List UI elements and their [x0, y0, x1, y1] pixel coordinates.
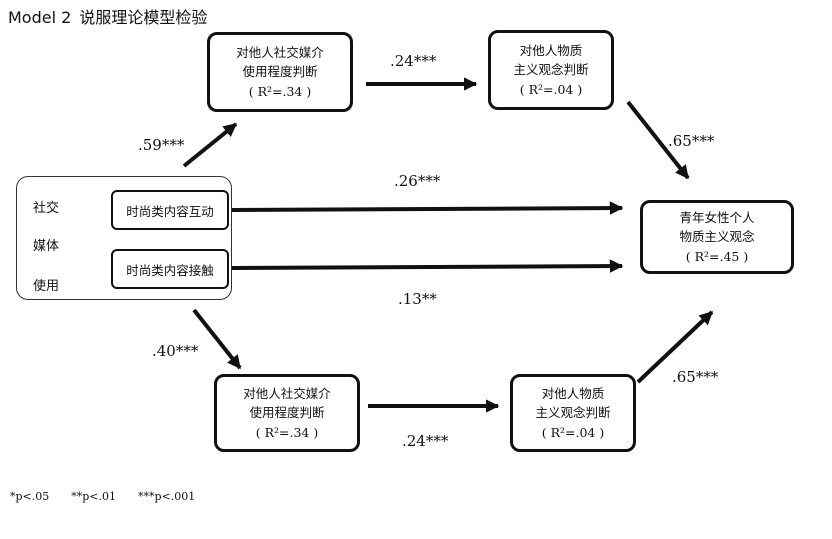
- coef-exposure-to-outcome: .13**: [398, 290, 437, 308]
- coef-upper-materialism-to-outcome: .65***: [668, 132, 715, 150]
- lower-materialism-r2: ( R²=.04 ): [541, 424, 605, 440]
- fashion-content-interaction-box: 时尚类内容互动: [111, 190, 229, 230]
- coef-interaction-to-outcome: .26***: [394, 172, 441, 190]
- arrow-source-to-upper-usage: [182, 122, 238, 168]
- outcome-r2: ( R²=.45 ): [685, 248, 749, 264]
- lower-usage-line-2: 使用程度判断: [249, 405, 325, 421]
- lower-materialism-line-1: 对他人物质: [541, 385, 605, 401]
- arrow-lower-materialism-to-outcome: [636, 310, 714, 384]
- footnote-p05: *p<.05: [10, 490, 50, 503]
- footnote-p01: **p<.01: [71, 490, 117, 503]
- outcome-line-2: 物质主义观念: [679, 229, 755, 245]
- arrow-upper-materialism-to-outcome: [626, 100, 690, 180]
- lower-materialism-judgment-box: 对他人物质 主义观念判断 ( R²=.04 ): [510, 374, 636, 452]
- fashion-content-exposure-label: 时尚类内容接触: [126, 262, 214, 278]
- source-label-line-1: 社交: [33, 201, 60, 216]
- lower-usage-line-1: 对他人社交媒介: [243, 385, 331, 401]
- arrow-source-to-lower-usage: [192, 308, 242, 370]
- coef-upper-usage-to-upper-materialism: .24***: [390, 52, 437, 70]
- personal-materialism-box: 青年女性个人 物质主义观念 ( R²=.45 ): [640, 200, 794, 274]
- arrow-exposure-to-outcome: [231, 259, 624, 273]
- coef-source-to-lower-usage: .40***: [152, 342, 199, 360]
- upper-usage-r2: ( R²=.34 ): [248, 83, 312, 99]
- upper-materialism-line-1: 对他人物质: [519, 42, 583, 58]
- upper-usage-judgment-box: 对他人社交媒介 使用程度判断 ( R²=.34 ): [207, 32, 353, 112]
- significance-footnote: *p<.05 **p<.01 ***p<.001: [10, 490, 217, 503]
- diagram-title: Model 2 说服理论模型检验: [8, 4, 207, 28]
- lower-materialism-line-2: 主义观念判断: [535, 405, 611, 421]
- lower-usage-judgment-box: 对他人社交媒介 使用程度判断 ( R²=.34 ): [214, 374, 360, 452]
- lower-usage-r2: ( R²=.34 ): [255, 424, 319, 440]
- coef-source-to-upper-usage: .59***: [138, 136, 185, 154]
- footnote-p001: ***p<.001: [138, 490, 196, 503]
- upper-materialism-line-2: 主义观念判断: [513, 62, 589, 78]
- upper-materialism-judgment-box: 对他人物质 主义观念判断 ( R²=.04 ): [488, 30, 614, 110]
- upper-materialism-r2: ( R²=.04 ): [519, 81, 583, 97]
- fashion-content-exposure-box: 时尚类内容接触: [111, 249, 229, 289]
- source-label-line-3: 使用: [33, 279, 60, 294]
- fashion-content-interaction-label: 时尚类内容互动: [126, 203, 214, 219]
- outcome-line-1: 青年女性个人: [679, 209, 755, 225]
- model-label: Model 2: [8, 8, 72, 27]
- title-text: 说服理论模型检验: [79, 8, 208, 27]
- social-media-use-box: 社交 媒体 使用 时尚类内容互动 时尚类内容接触: [16, 176, 232, 300]
- source-label-line-2: 媒体: [33, 239, 60, 254]
- upper-usage-line-2: 使用程度判断: [242, 64, 318, 80]
- coef-lower-materialism-to-outcome: .65***: [672, 368, 719, 386]
- coef-lower-usage-to-lower-materialism: .24***: [402, 432, 449, 450]
- upper-usage-line-1: 对他人社交媒介: [236, 44, 324, 60]
- arrow-interaction-to-outcome: [231, 201, 624, 215]
